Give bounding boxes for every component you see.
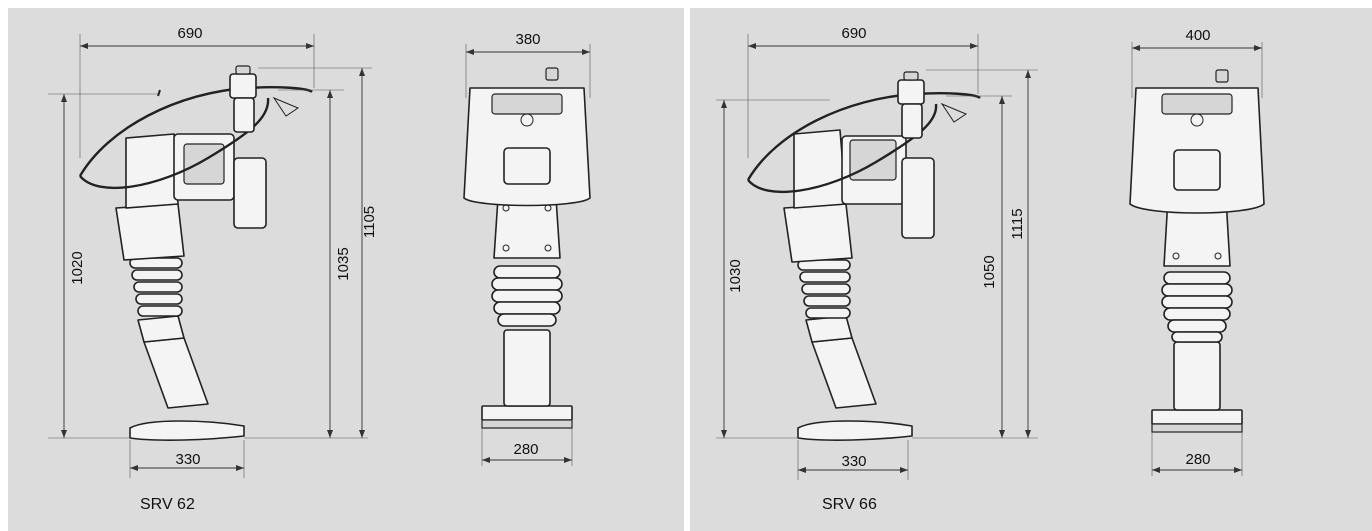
side-bellows (797, 259, 851, 319)
front-bellows (1161, 271, 1233, 343)
panel-srv-62: 690 1020 1035 1105 330 (8, 8, 684, 531)
model-label: SRV 62 (140, 496, 195, 513)
front-base-width: 280 (513, 441, 538, 458)
front-dimensions (1131, 42, 1263, 476)
side-view-machine (746, 71, 981, 441)
side-height-total: 1105 (361, 206, 378, 238)
side-dimensions (48, 34, 372, 478)
front-bellows (491, 265, 563, 327)
drawing-srv-62: 690 1020 1035 1105 330 (48, 25, 591, 478)
front-view-machine (463, 67, 591, 429)
side-top-width: 690 (177, 25, 202, 42)
side-top-width: 690 (841, 25, 866, 42)
side-dimensions (716, 34, 1038, 480)
side-height-handle: 1030 (727, 259, 744, 292)
front-dimensions (465, 44, 591, 466)
panel-srv-66: 690 1030 1050 1115 330 (690, 8, 1372, 531)
side-height-body: 1050 (981, 255, 998, 288)
front-base-width: 280 (1185, 451, 1210, 468)
front-view-machine (1129, 69, 1265, 433)
side-base-width: 330 (175, 451, 200, 468)
side-height-body: 1035 (335, 247, 352, 280)
side-height-total: 1115 (1009, 208, 1026, 239)
front-top-width: 380 (515, 31, 540, 48)
side-base-width: 330 (841, 453, 866, 470)
model-label: SRV 66 (822, 496, 877, 513)
drawing-srv-66: 690 1030 1050 1115 330 (716, 25, 1265, 480)
side-view-machine (78, 65, 313, 441)
side-height-handle: 1020 (69, 251, 86, 284)
front-top-width: 400 (1185, 27, 1210, 44)
side-bellows (129, 257, 183, 317)
